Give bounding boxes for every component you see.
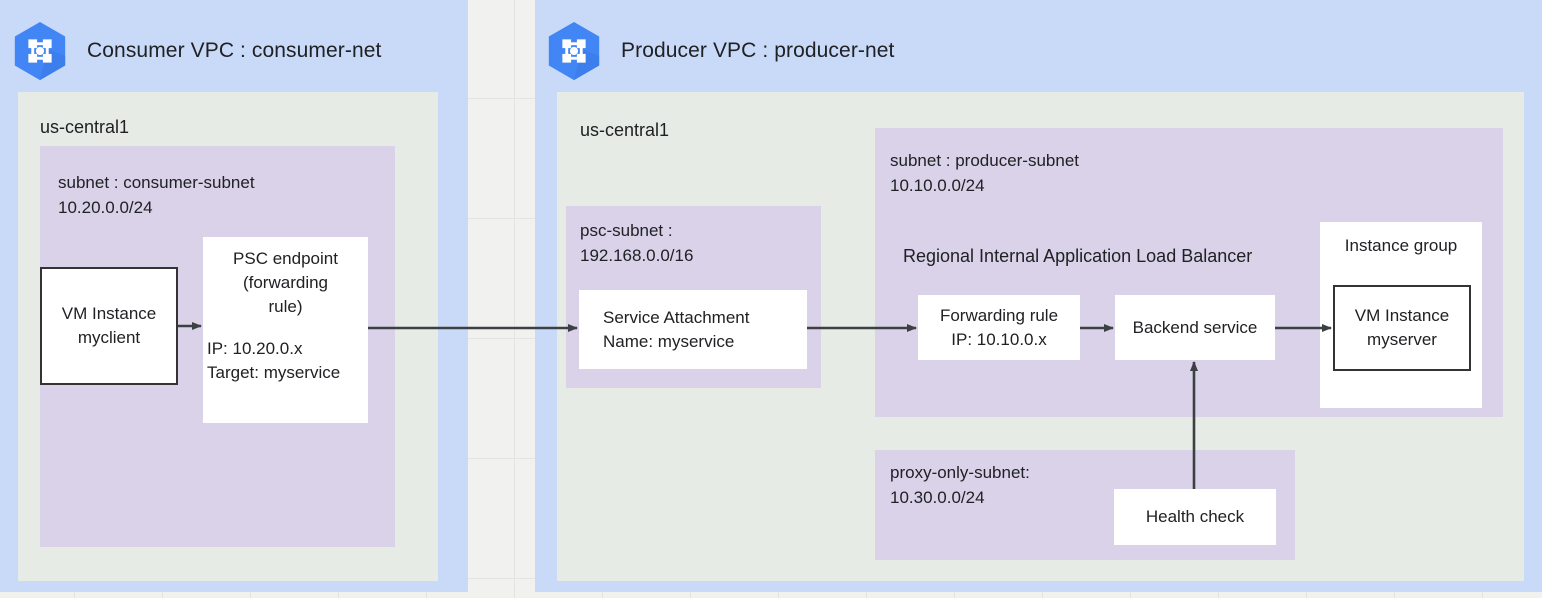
vm-instance-myclient-node[interactable]: VM Instance myclient xyxy=(40,267,178,385)
backend-service-node[interactable]: Backend service xyxy=(1115,295,1275,360)
consumer-region-label: us-central1 xyxy=(40,117,130,137)
vm-myclient-line2: myclient xyxy=(77,328,141,347)
vm-myserver-line2: myserver xyxy=(1367,330,1437,349)
vm-myserver-line1: VM Instance xyxy=(1354,306,1450,325)
health-check-node[interactable]: Health check xyxy=(1114,489,1276,545)
forwarding-rule-line1: Forwarding rule xyxy=(939,305,1059,325)
load-balancer-label: Regional Internal Application Load Balan… xyxy=(903,246,1253,266)
psc-endpoint-node[interactable]: PSC endpoint (forwarding rule) IP: 10.20… xyxy=(203,237,368,423)
service-attachment-node[interactable]: Service Attachment Name: myservice xyxy=(579,290,807,369)
consumer-subnet-label: subnet : consumer-subnet 10.20.0.0/24 xyxy=(58,173,255,217)
psc-subnet-label: psc-subnet : 192.168.0.0/16 xyxy=(580,221,694,265)
forwarding-rule-node[interactable]: Forwarding rule IP: 10.10.0.x xyxy=(918,295,1080,360)
psc-endpoint-line1: PSC endpoint xyxy=(233,249,338,268)
instance-group-label: Instance group xyxy=(1344,236,1458,255)
vpc-network-icon xyxy=(9,20,71,82)
producer-vpc-title: Producer VPC : producer-net xyxy=(621,39,895,62)
producer-subnet-label: subnet : producer-subnet 10.10.0.0/24 xyxy=(890,151,1080,195)
vm-instance-myserver-node[interactable]: VM Instance myserver xyxy=(1333,285,1471,371)
service-attachment-line2: Name: myservice xyxy=(603,331,735,351)
psc-endpoint-details: IP: 10.20.0.x Target: myservice xyxy=(207,339,341,382)
proxy-only-subnet-label: proxy-only-subnet: 10.30.0.0/24 xyxy=(890,463,1030,507)
psc-endpoint-line2: (forwarding xyxy=(242,273,329,292)
consumer-vpc-title: Consumer VPC : consumer-net xyxy=(87,39,382,62)
backend-service-line1: Backend service xyxy=(1132,317,1258,337)
vpc-network-icon xyxy=(543,20,605,82)
producer-vpc-header: Producer VPC : producer-net xyxy=(543,20,895,82)
vm-myclient-line1: VM Instance xyxy=(61,304,157,323)
forwarding-rule-line2: IP: 10.10.0.x xyxy=(951,329,1047,349)
psc-endpoint-line3: rule) xyxy=(268,297,303,316)
service-attachment-line1: Service Attachment xyxy=(603,307,750,327)
health-check-line1: Health check xyxy=(1145,507,1245,526)
consumer-vpc-header: Consumer VPC : consumer-net xyxy=(9,20,381,82)
producer-region-label: us-central1 xyxy=(580,120,670,140)
